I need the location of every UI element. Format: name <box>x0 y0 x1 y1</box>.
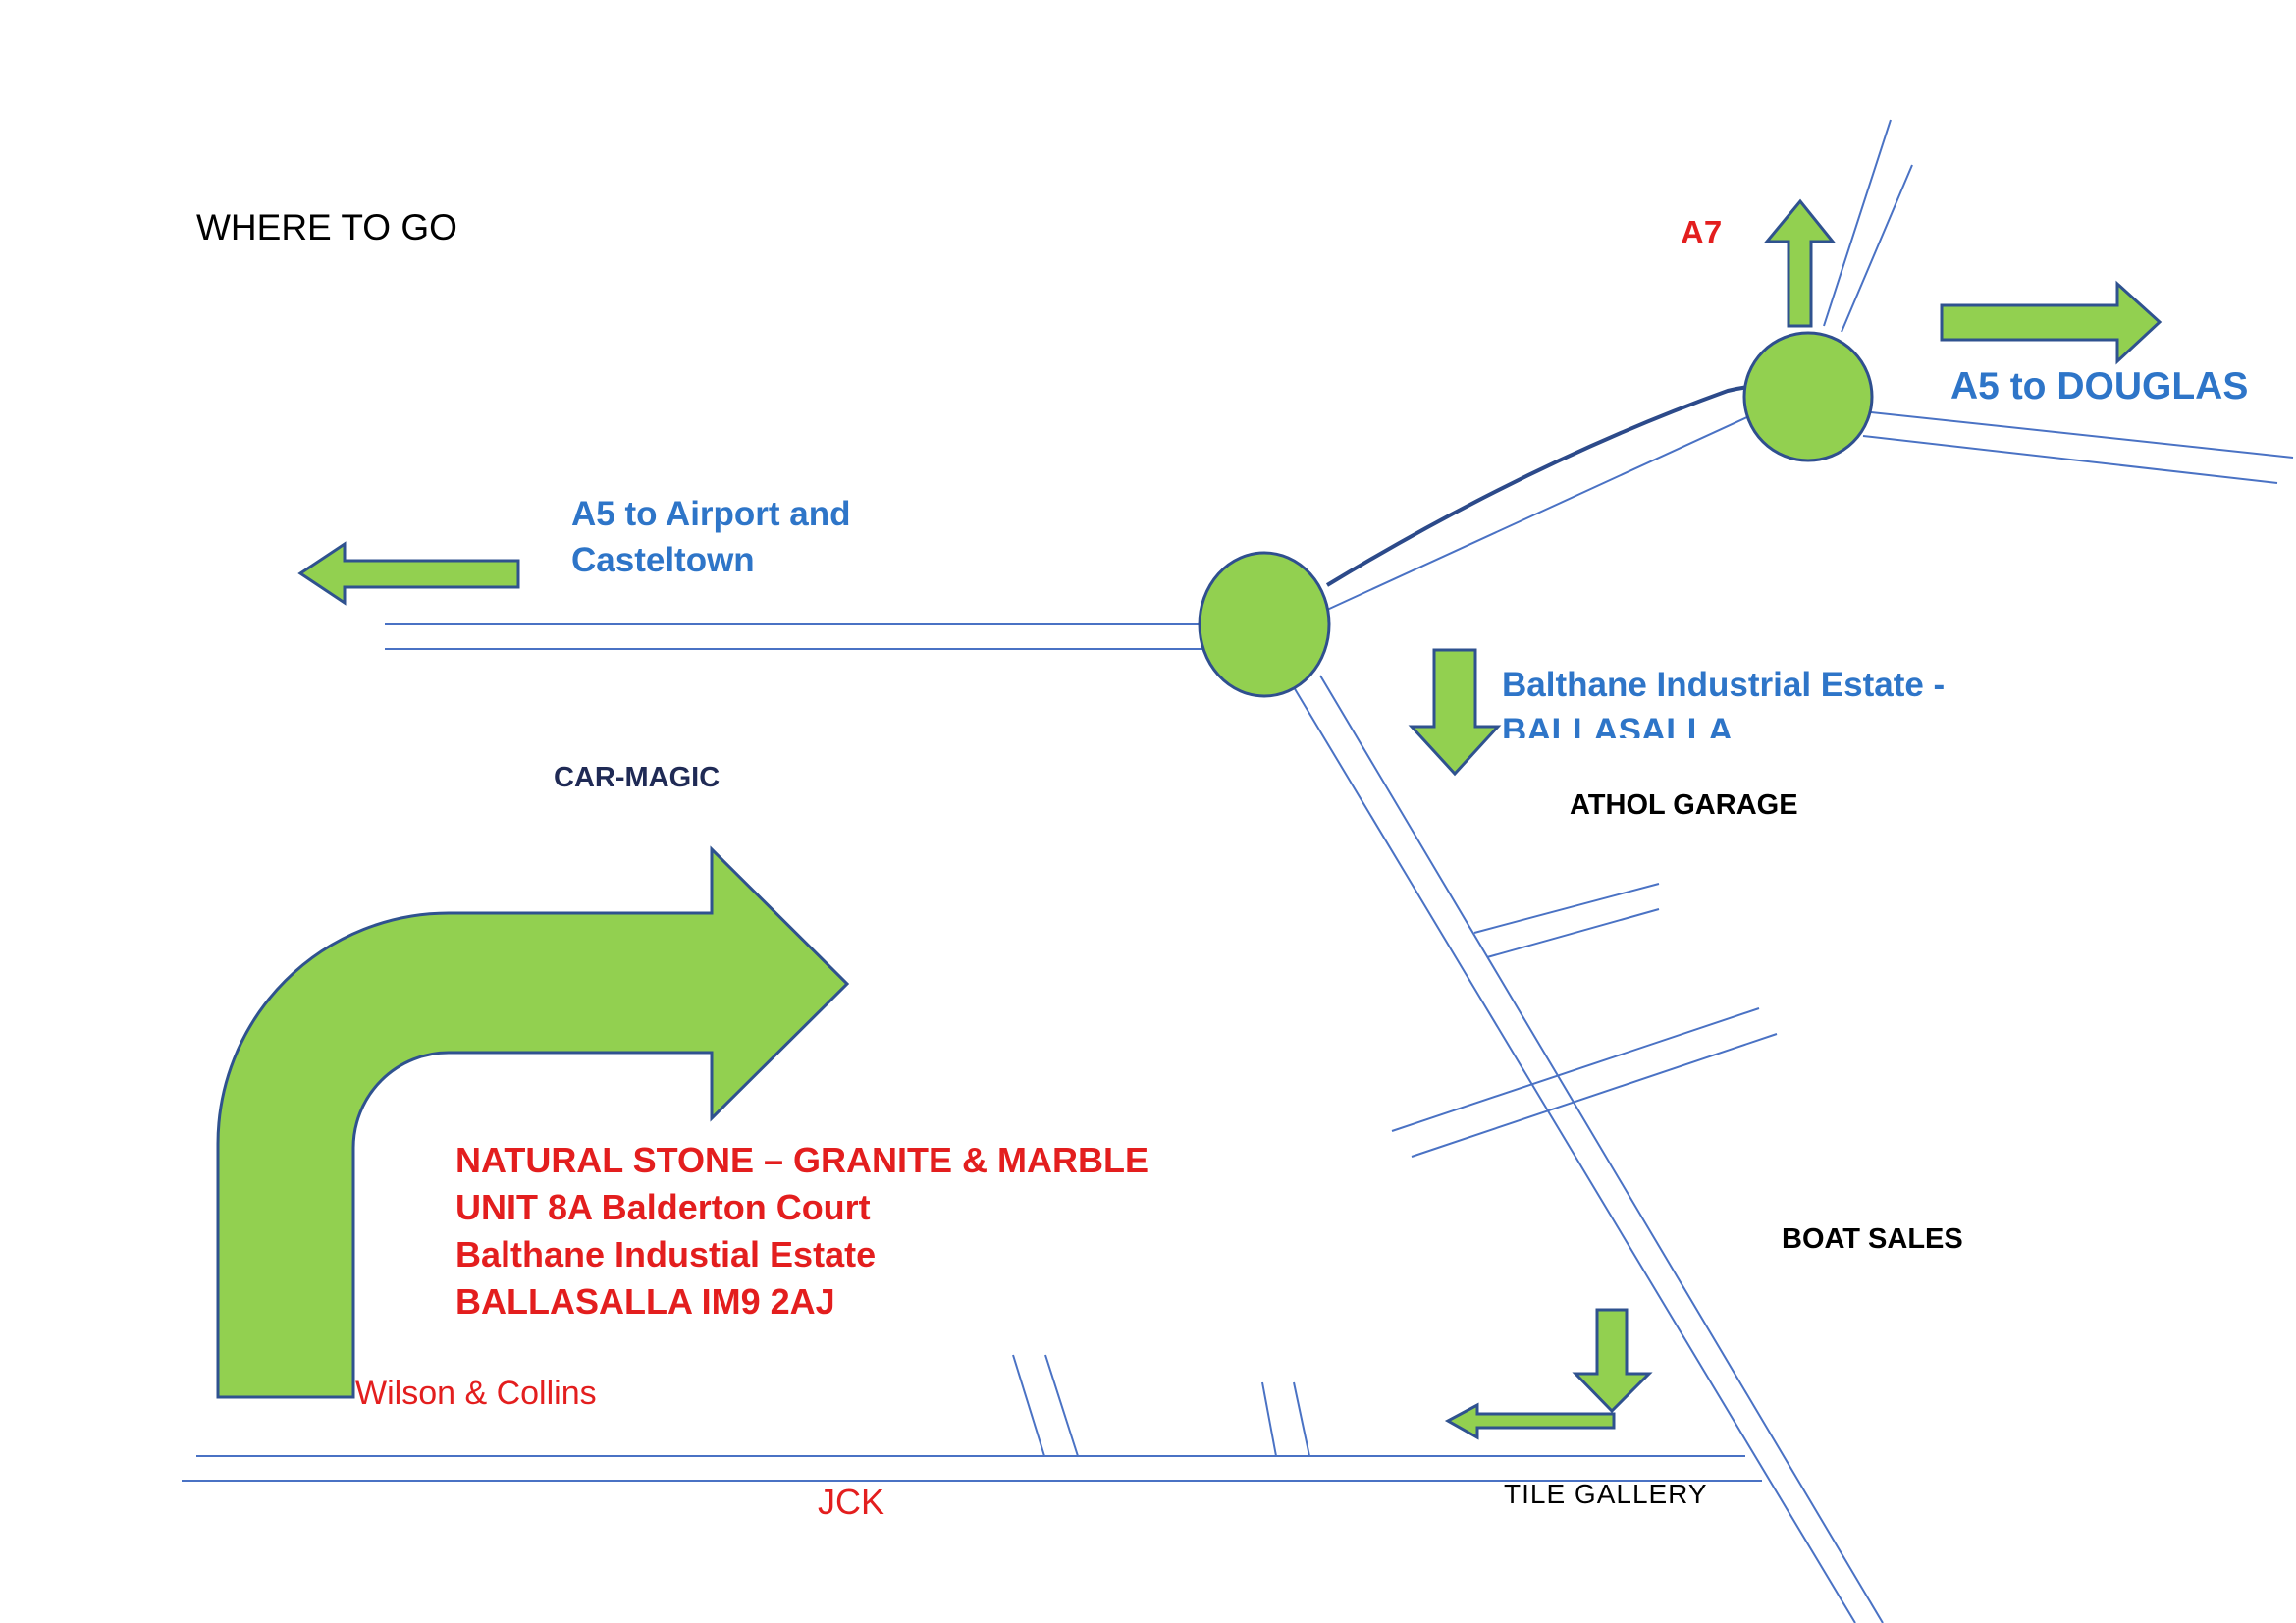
landmark-car-magic: CAR-MAGIC <box>554 762 721 793</box>
side-road-middle <box>1391 1007 1778 1158</box>
roundabout-east-icon <box>1742 331 1874 462</box>
address-line-1: NATURAL STONE – GRANITE & MARBLE <box>455 1140 1149 1180</box>
road-label-airport: A5 to Airport and Casteltown <box>571 495 851 579</box>
road-label-douglas: A5 to DOUGLAS <box>1950 365 2249 407</box>
road-label-a7: A7 <box>1681 214 1723 250</box>
road-label-balthane: Balthane Industrial Estate - BALLASALLA <box>1502 666 1946 738</box>
address-line-4: BALLASALLA IM9 2AJ <box>455 1281 835 1322</box>
arrow-left-icon <box>297 541 520 606</box>
landmark-boat-sales: BOAT SALES <box>1782 1223 1963 1255</box>
side-road-upper <box>1473 883 1660 958</box>
road-south-diagonal <box>1293 675 1884 1623</box>
road-bottom <box>182 1455 1762 1482</box>
stub-road-1 <box>1012 1354 1079 1457</box>
down-then-left-arrow-icon <box>1572 1308 1653 1414</box>
stub-road-2 <box>1261 1381 1310 1457</box>
address-line-3: Balthane Industial Estate <box>455 1234 877 1274</box>
landmark-tile-gallery: TILE GALLERY <box>1504 1479 1708 1509</box>
arrow-down-icon <box>1408 648 1502 777</box>
landmark-wilson-collins: Wilson & Collins <box>355 1375 597 1412</box>
bent-arrow-icon <box>216 845 850 1399</box>
roads <box>182 119 2294 1623</box>
link-road <box>1325 383 1778 587</box>
arrow-right-icon <box>1940 280 2163 365</box>
road-a5-east <box>1852 409 2294 484</box>
road-a7-north <box>1823 119 1913 333</box>
left-arrow-bottom-icon <box>1444 1402 1616 1440</box>
road-label-balthane-box: Balthane Industrial Estate - BALLASALLA <box>1502 662 2052 738</box>
road-between-roundabouts <box>1326 415 1750 611</box>
roundabout-west-icon <box>1198 551 1331 698</box>
arrow-up-icon <box>1763 198 1837 328</box>
page-title: WHERE TO GO <box>196 207 457 247</box>
address-line-2: UNIT 8A Balderton Court <box>455 1187 871 1227</box>
landmark-jck: JCK <box>818 1482 885 1522</box>
destination-address: NATURAL STONE – GRANITE & MARBLE UNIT 8A… <box>455 1137 1148 1325</box>
landmark-athol-garage: ATHOL GARAGE <box>1570 789 1798 821</box>
road-a5-west <box>385 623 1202 650</box>
